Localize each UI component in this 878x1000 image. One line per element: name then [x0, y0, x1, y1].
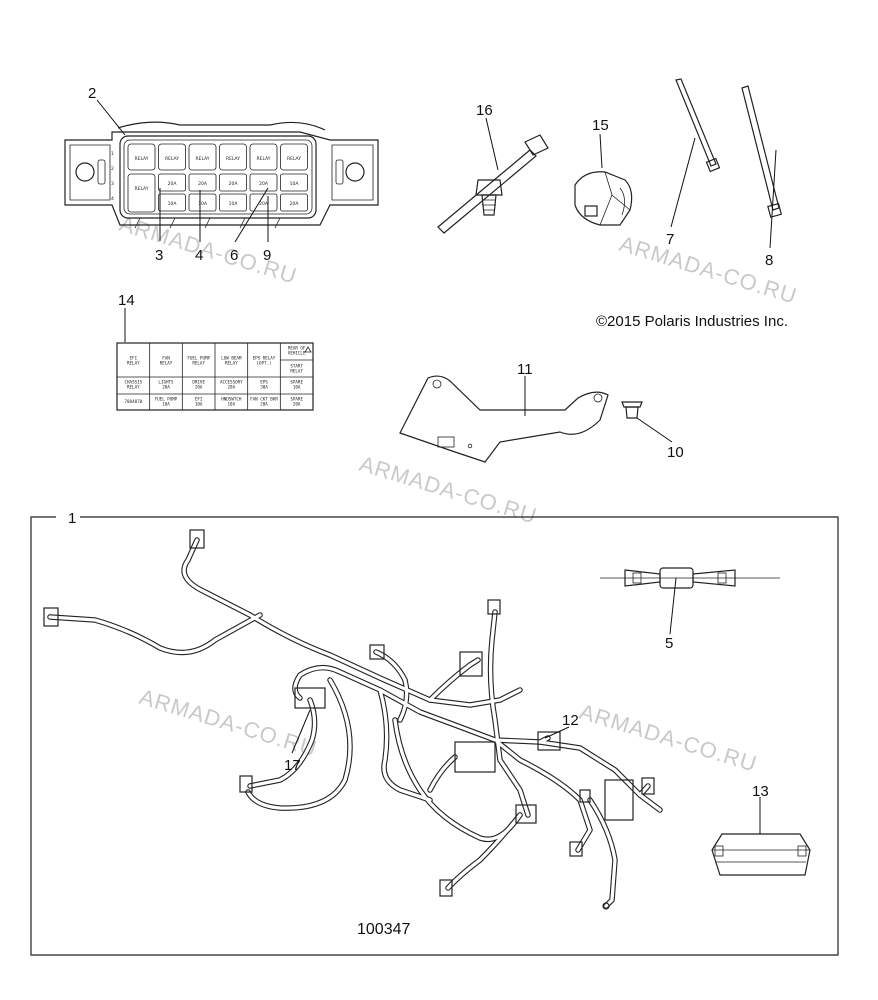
- fuse-relay-label: RELAY: [134, 156, 148, 162]
- fuse-box-part: RELAY RELAY RELAY RELAY RELAY RELAY RELAY 20A 10…: [64, 121, 379, 229]
- leader-lines: [96, 99, 777, 834]
- diagram-id: 100347: [357, 921, 410, 938]
- callout-16: 16: [476, 102, 493, 119]
- harness-connectors: [43, 529, 655, 910]
- cable-tie-large-part: [741, 85, 783, 218]
- harness-wire-core: [493, 738, 592, 852]
- fuse-rating-label: 20A: [290, 201, 300, 207]
- fuse-side-label-1: 1: [111, 151, 114, 157]
- callout-6: 6: [230, 247, 238, 264]
- main-wire-harness: [43, 529, 663, 910]
- harness-wire-core: [48, 613, 262, 655]
- fuse-rating-label: 10A: [229, 201, 239, 207]
- watermark-1: ARMADA-CO.RU: [117, 211, 301, 289]
- fuse-rating-label: 10A: [290, 181, 300, 187]
- harness-wire-core: [428, 658, 480, 702]
- callout-14: 14: [118, 292, 135, 309]
- fuse-relay-label: RELAY: [195, 156, 209, 162]
- callout-numbers: 1 2 3 4 5 6 7 8 9 10 11 12 13 14 15 16 1…: [68, 85, 773, 800]
- callout-17: 17: [284, 757, 301, 774]
- callout-8: 8: [765, 252, 773, 269]
- harness-wire-core: [182, 538, 522, 707]
- callout-4: 4: [195, 247, 203, 264]
- fuse-rating-label: 20A: [198, 181, 208, 187]
- harness-wire-core: [248, 698, 317, 788]
- harness-wire-core: [638, 784, 650, 797]
- harness-wire-core: [446, 813, 522, 890]
- harness-wire-core: [246, 678, 352, 810]
- callout-9: 9: [263, 247, 271, 264]
- callout-10: 10: [667, 444, 684, 461]
- fuse-relay-label: RELAY: [134, 186, 148, 192]
- copyright-text: ©2015 Polaris Industries Inc.: [596, 313, 788, 330]
- fuse-rating-label: 10A: [198, 201, 208, 207]
- decal-cell: EPS RELAY(OPT.): [253, 355, 276, 365]
- watermark-4: ARMADA-CO.RU: [137, 684, 321, 762]
- watermarks: ARMADA-CO.RU ARMADA-CO.RU ARMADA-CO.RU A…: [117, 211, 801, 777]
- fuse-side-label-2: 2: [111, 166, 114, 172]
- harness-wire-core: [428, 755, 457, 792]
- fuse-relay-label: RELAY: [226, 156, 240, 162]
- callout-2: 2: [88, 85, 96, 102]
- harness-frame: [30, 516, 839, 956]
- callout-3: 3: [155, 247, 163, 264]
- decal-cell: 7084070: [125, 399, 143, 404]
- inline-fuse-holder-part: [600, 567, 780, 589]
- fuse-rating-label: 20A: [229, 181, 239, 187]
- bracket-part: [399, 375, 609, 463]
- cable-tie-mount-part: [437, 134, 549, 234]
- fuse-cell-grid: RELAY RELAY RELAY RELAY RELAY RELAY RELAY 20A 10…: [127, 143, 308, 213]
- callout-11: 11: [517, 361, 533, 378]
- harness-wire-core: [378, 688, 432, 802]
- callout-5: 5: [665, 635, 673, 652]
- harness-wire-core: [588, 798, 617, 908]
- watermark-2: ARMADA-CO.RU: [617, 231, 801, 309]
- fuse-rating-label: 20A: [259, 181, 269, 187]
- fuse-relay-label: RELAY: [287, 156, 301, 162]
- push-rivet-part: [621, 401, 643, 419]
- cover-part: [711, 833, 811, 876]
- connector-part: [574, 171, 633, 226]
- callout-7: 7: [666, 231, 674, 248]
- harness-wire-core: [538, 736, 550, 744]
- fuse-relay-label: RELAY: [165, 156, 179, 162]
- fuse-rating-label: 20A: [168, 181, 178, 187]
- fuse-rating-label: 20A: [259, 201, 269, 207]
- harness-wire-core: [374, 650, 409, 722]
- callout-12: 12: [562, 712, 579, 729]
- fuse-relay-label: RELAY: [256, 156, 270, 162]
- callout-13: 13: [752, 783, 769, 800]
- fuse-side-label-4: 4: [111, 196, 114, 202]
- harness-wire: [487, 609, 531, 818]
- callout-1: 1: [68, 510, 76, 527]
- harness-wire-core: [393, 718, 522, 841]
- fuse-rating-label: 10A: [168, 201, 178, 207]
- callout-15: 15: [592, 117, 609, 134]
- fuse-side-label-3: 3: [111, 181, 114, 187]
- cable-tie-small-part: [675, 78, 721, 173]
